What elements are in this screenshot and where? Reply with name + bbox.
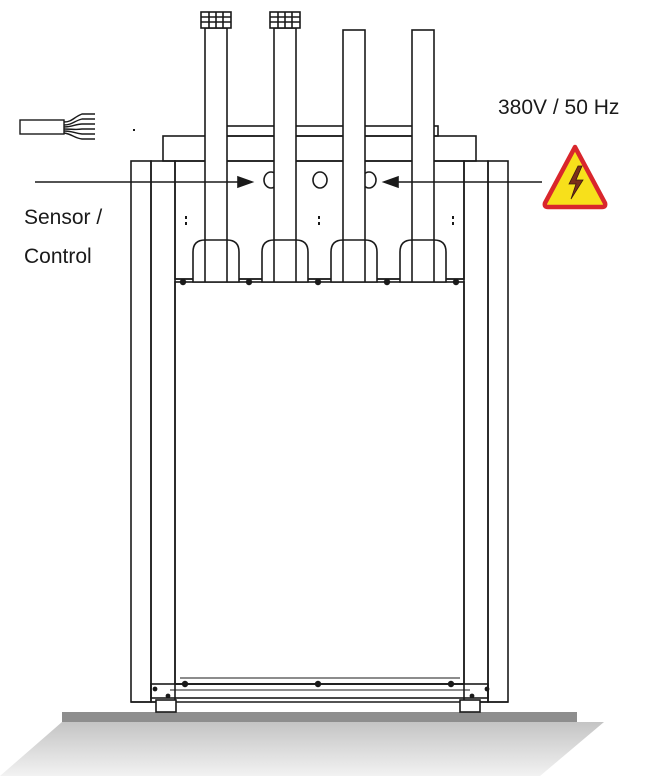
sensor-label-line2: Control: [24, 245, 92, 268]
right-outer-column: [487, 160, 509, 703]
boiler-frame: [130, 125, 509, 713]
cable-gland-center: [312, 171, 328, 189]
bolts: [133, 129, 490, 699]
left-outer-column: [130, 160, 152, 703]
pipe-1: [192, 11, 240, 283]
right-foot: [459, 699, 481, 713]
left-inner-column: [150, 160, 176, 703]
right-inner-column: [463, 160, 489, 703]
floor-perspective: [0, 722, 604, 776]
sensor-arrowhead: [237, 175, 255, 189]
high-voltage-warning-icon: [542, 144, 608, 210]
sensor-label-line1: Sensor /: [24, 206, 103, 229]
top-cover-plate: [212, 125, 439, 137]
main-body: [174, 281, 465, 685]
multi-wire-cable-icon: [19, 113, 95, 140]
pipe-2: [261, 11, 309, 283]
left-foot: [155, 699, 177, 713]
pipe-4: [399, 29, 447, 283]
connection-arrows: [35, 175, 542, 189]
pipes: [192, 11, 447, 283]
pipe-3: [330, 29, 378, 283]
power-arrowhead: [381, 175, 399, 189]
floor-slab: [62, 712, 577, 722]
power-supply-label: 380V / 50 Hz: [498, 96, 620, 119]
floor: [0, 712, 604, 776]
